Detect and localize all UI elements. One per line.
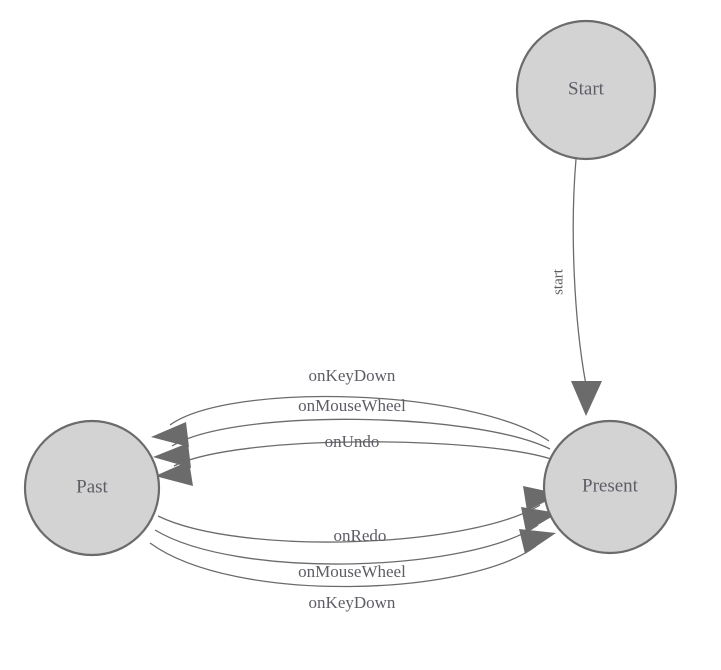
edge-label-past-to-present-onmousewheel: onMouseWheel [298, 562, 406, 581]
edge-label-past-to-present-onredo: onRedo [334, 526, 387, 545]
edge-present-to-past-onkeydown[interactable]: onKeyDown [151, 366, 550, 447]
edge-past-to-present-onkeydown-path [149, 542, 537, 588]
node-past[interactable]: Past [23, 419, 161, 557]
edge-label-present-to-past-onmousewheel: onMouseWheel [298, 396, 406, 415]
edge-past-to-present-onredo[interactable]: onRedo [157, 486, 560, 545]
arrowhead-present-to-past-onkeydown [151, 422, 189, 447]
edge-past-to-present-onkeydown[interactable]: onKeyDown [149, 529, 556, 612]
edge-present-to-past-onmousewheel-path [171, 418, 551, 450]
edge-past-to-present-onmousewheel-path [154, 524, 539, 565]
node-present-circle [542, 419, 678, 555]
edge-label-present-to-past-onkeydown: onKeyDown [309, 366, 396, 385]
node-start-circle [515, 19, 657, 161]
arrowhead-start-to-present [571, 381, 602, 416]
edge-start-to-present-path [572, 158, 587, 386]
node-past-label: Past [76, 476, 108, 497]
edge-present-to-past-onundo-path [173, 441, 552, 467]
arrowhead-past-to-present-onkeydown [519, 529, 556, 554]
node-present[interactable]: Present [542, 419, 678, 555]
node-start-label: Start [568, 78, 605, 99]
edge-present-to-past-onundo[interactable]: onUndo [155, 432, 552, 486]
arrowhead-present-to-past-onundo [155, 461, 193, 486]
edge-present-to-past-onmousewheel[interactable]: onMouseWheel [153, 396, 551, 468]
arrowhead-present-to-past-onmousewheel [153, 443, 191, 468]
edge-start-to-present[interactable]: start [550, 158, 602, 416]
node-present-label: Present [582, 475, 639, 496]
edge-present-to-past-onkeydown-path [169, 395, 550, 442]
edge-label-present-to-past-onundo: onUndo [325, 432, 380, 451]
node-past-circle [23, 419, 161, 557]
edge-label-start: start [550, 268, 566, 295]
edge-label-past-to-present-onkeydown: onKeyDown [309, 593, 396, 612]
edge-past-to-present-onredo-path [157, 504, 541, 543]
node-start[interactable]: Start [515, 19, 657, 161]
